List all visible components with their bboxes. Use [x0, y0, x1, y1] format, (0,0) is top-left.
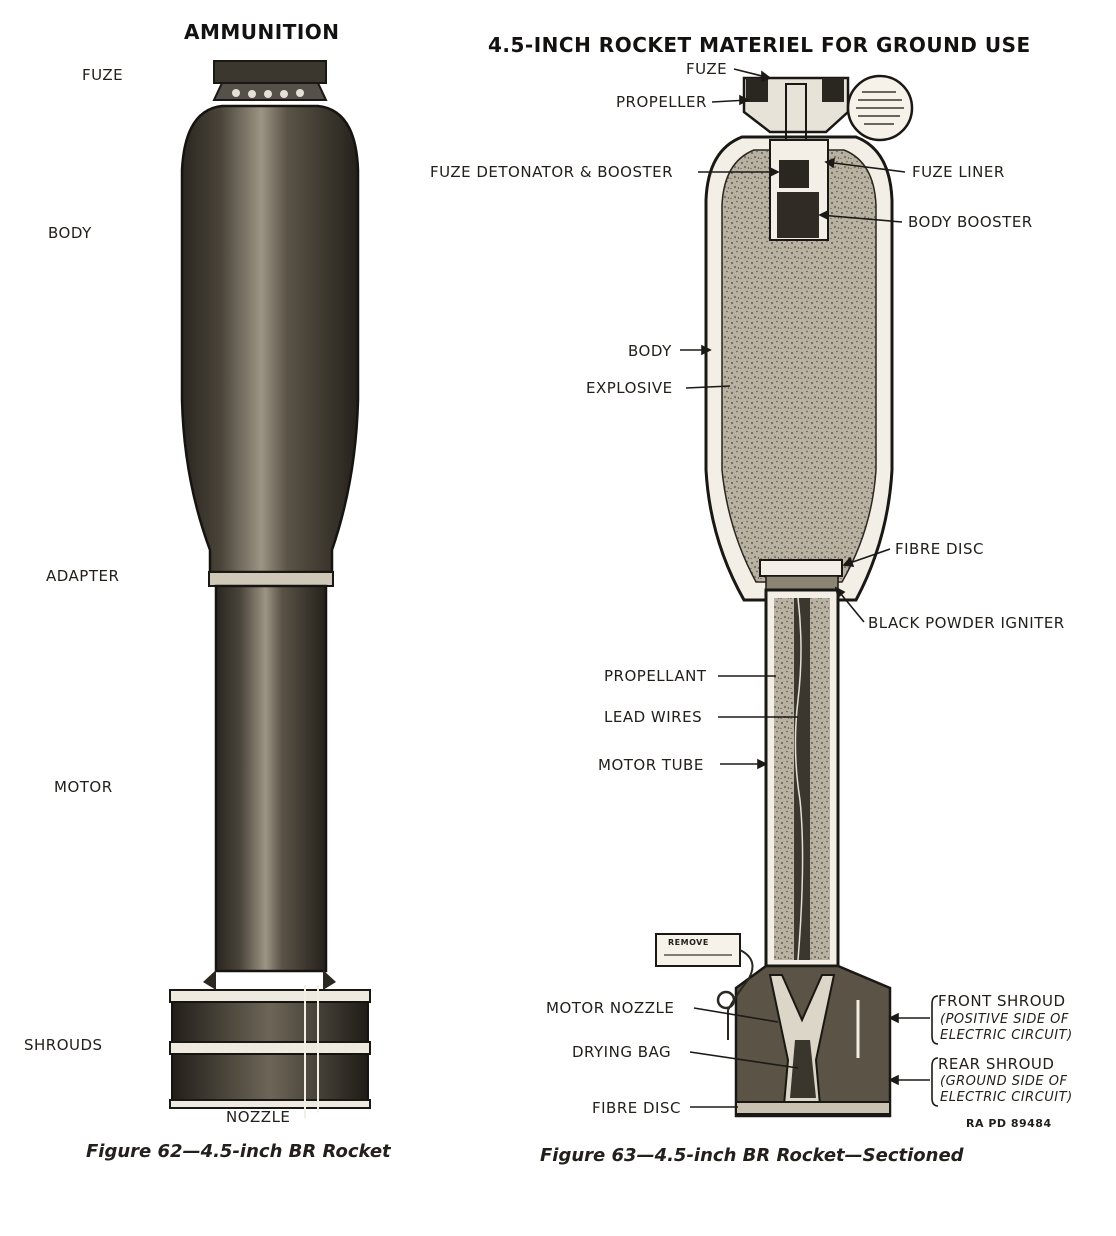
- label-fuze-liner: FUZE LINER: [912, 163, 1005, 181]
- black-powder-igniter: [765, 575, 839, 591]
- rear-shroud-note-1: (GROUND SIDE OF: [940, 1074, 1068, 1089]
- fuze-cap: [213, 60, 327, 84]
- label-lead-wires: LEAD WIRES: [604, 708, 703, 726]
- shroud-ring-middle: [169, 1041, 371, 1055]
- propellant-core: [794, 598, 810, 960]
- lead-wires-path: [794, 597, 804, 961]
- shroud-brackets: [931, 995, 939, 1107]
- caption-figure-63: Figure 63—4.5-inch BR Rocket—Sectioned: [540, 1145, 964, 1166]
- propeller-blade-right: [822, 78, 844, 102]
- label-rear-shroud: REAR SHROUD: [938, 1055, 1055, 1073]
- reference-code: RA PD 89484: [966, 1117, 1052, 1130]
- fuze-detonator: [779, 160, 809, 188]
- lead-wire-exterior: [304, 985, 319, 1118]
- label-front-shroud: FRONT SHROUD: [938, 992, 1066, 1010]
- front-shroud-note-1: (POSITIVE SIDE OF: [940, 1012, 1069, 1027]
- label-propellant: PROPELLANT: [604, 667, 707, 685]
- body-booster: [777, 192, 819, 238]
- rocket-exterior: [169, 60, 371, 1118]
- label-motor-tube: MOTOR TUBE: [598, 756, 704, 774]
- label-motor: MOTOR: [54, 778, 113, 796]
- rocket-body: [180, 104, 360, 574]
- label-fuze-left: FUZE: [82, 66, 124, 84]
- shroud-ring-top: [169, 989, 371, 1003]
- label-propeller: PROPELLER: [616, 93, 707, 111]
- label-black-powder-igniter: BLACK POWDER IGNITER: [868, 614, 1065, 632]
- front-shroud: [171, 1001, 369, 1043]
- front-shroud-note-2: ELECTRIC CIRCUIT): [940, 1028, 1073, 1043]
- rear-shroud: [171, 1053, 369, 1101]
- label-fibre-disc-bottom: FIBRE DISC: [592, 1099, 681, 1117]
- rear-shroud-note-2: ELECTRIC CIRCUIT): [940, 1090, 1073, 1105]
- label-explosive: EXPLOSIVE: [586, 379, 673, 397]
- label-motor-nozzle: MOTOR NOZZLE: [546, 999, 675, 1017]
- drying-bag: [790, 1040, 816, 1098]
- shroud-clips: [203, 970, 336, 990]
- fibre-disc-bottom: [735, 1101, 891, 1115]
- remove-tag-text: REMOVE: [668, 938, 709, 947]
- label-shrouds: SHROUDS: [24, 1036, 103, 1054]
- propeller-blade-left: [746, 78, 768, 102]
- label-fibre-disc-top: FIBRE DISC: [895, 540, 984, 558]
- explosive-fill: [721, 149, 877, 583]
- label-nozzle: NOZZLE: [226, 1108, 291, 1126]
- leader-lines: [680, 68, 930, 1108]
- fuze-stem: [785, 83, 807, 141]
- motor-tube: [214, 584, 328, 973]
- label-adapter: ADAPTER: [46, 567, 120, 585]
- label-fuze-right: FUZE: [686, 60, 728, 78]
- caption-figure-62: Figure 62—4.5-inch BR Rocket: [86, 1141, 391, 1162]
- label-body-booster: BODY BOOSTER: [908, 213, 1033, 231]
- label-body-left: BODY: [48, 224, 92, 242]
- fuze-holes: [232, 89, 304, 98]
- label-fuze-detonator-booster: FUZE DETONATOR & BOOSTER: [430, 163, 674, 181]
- left-title: AMMUNITION: [184, 20, 340, 44]
- rocket-sectioned: [655, 74, 914, 1118]
- adapter-band: [208, 571, 334, 587]
- fibre-disc-top: [759, 559, 843, 577]
- label-body-right: BODY: [628, 342, 672, 360]
- right-title: 4.5-INCH ROCKET MATERIEL FOR GROUND USE: [488, 33, 1031, 57]
- tag-ring: [716, 990, 736, 1010]
- label-drying-bag: DRYING BAG: [572, 1043, 672, 1061]
- nozzle-ring: [169, 1099, 371, 1109]
- tag-text-lines: [856, 91, 904, 125]
